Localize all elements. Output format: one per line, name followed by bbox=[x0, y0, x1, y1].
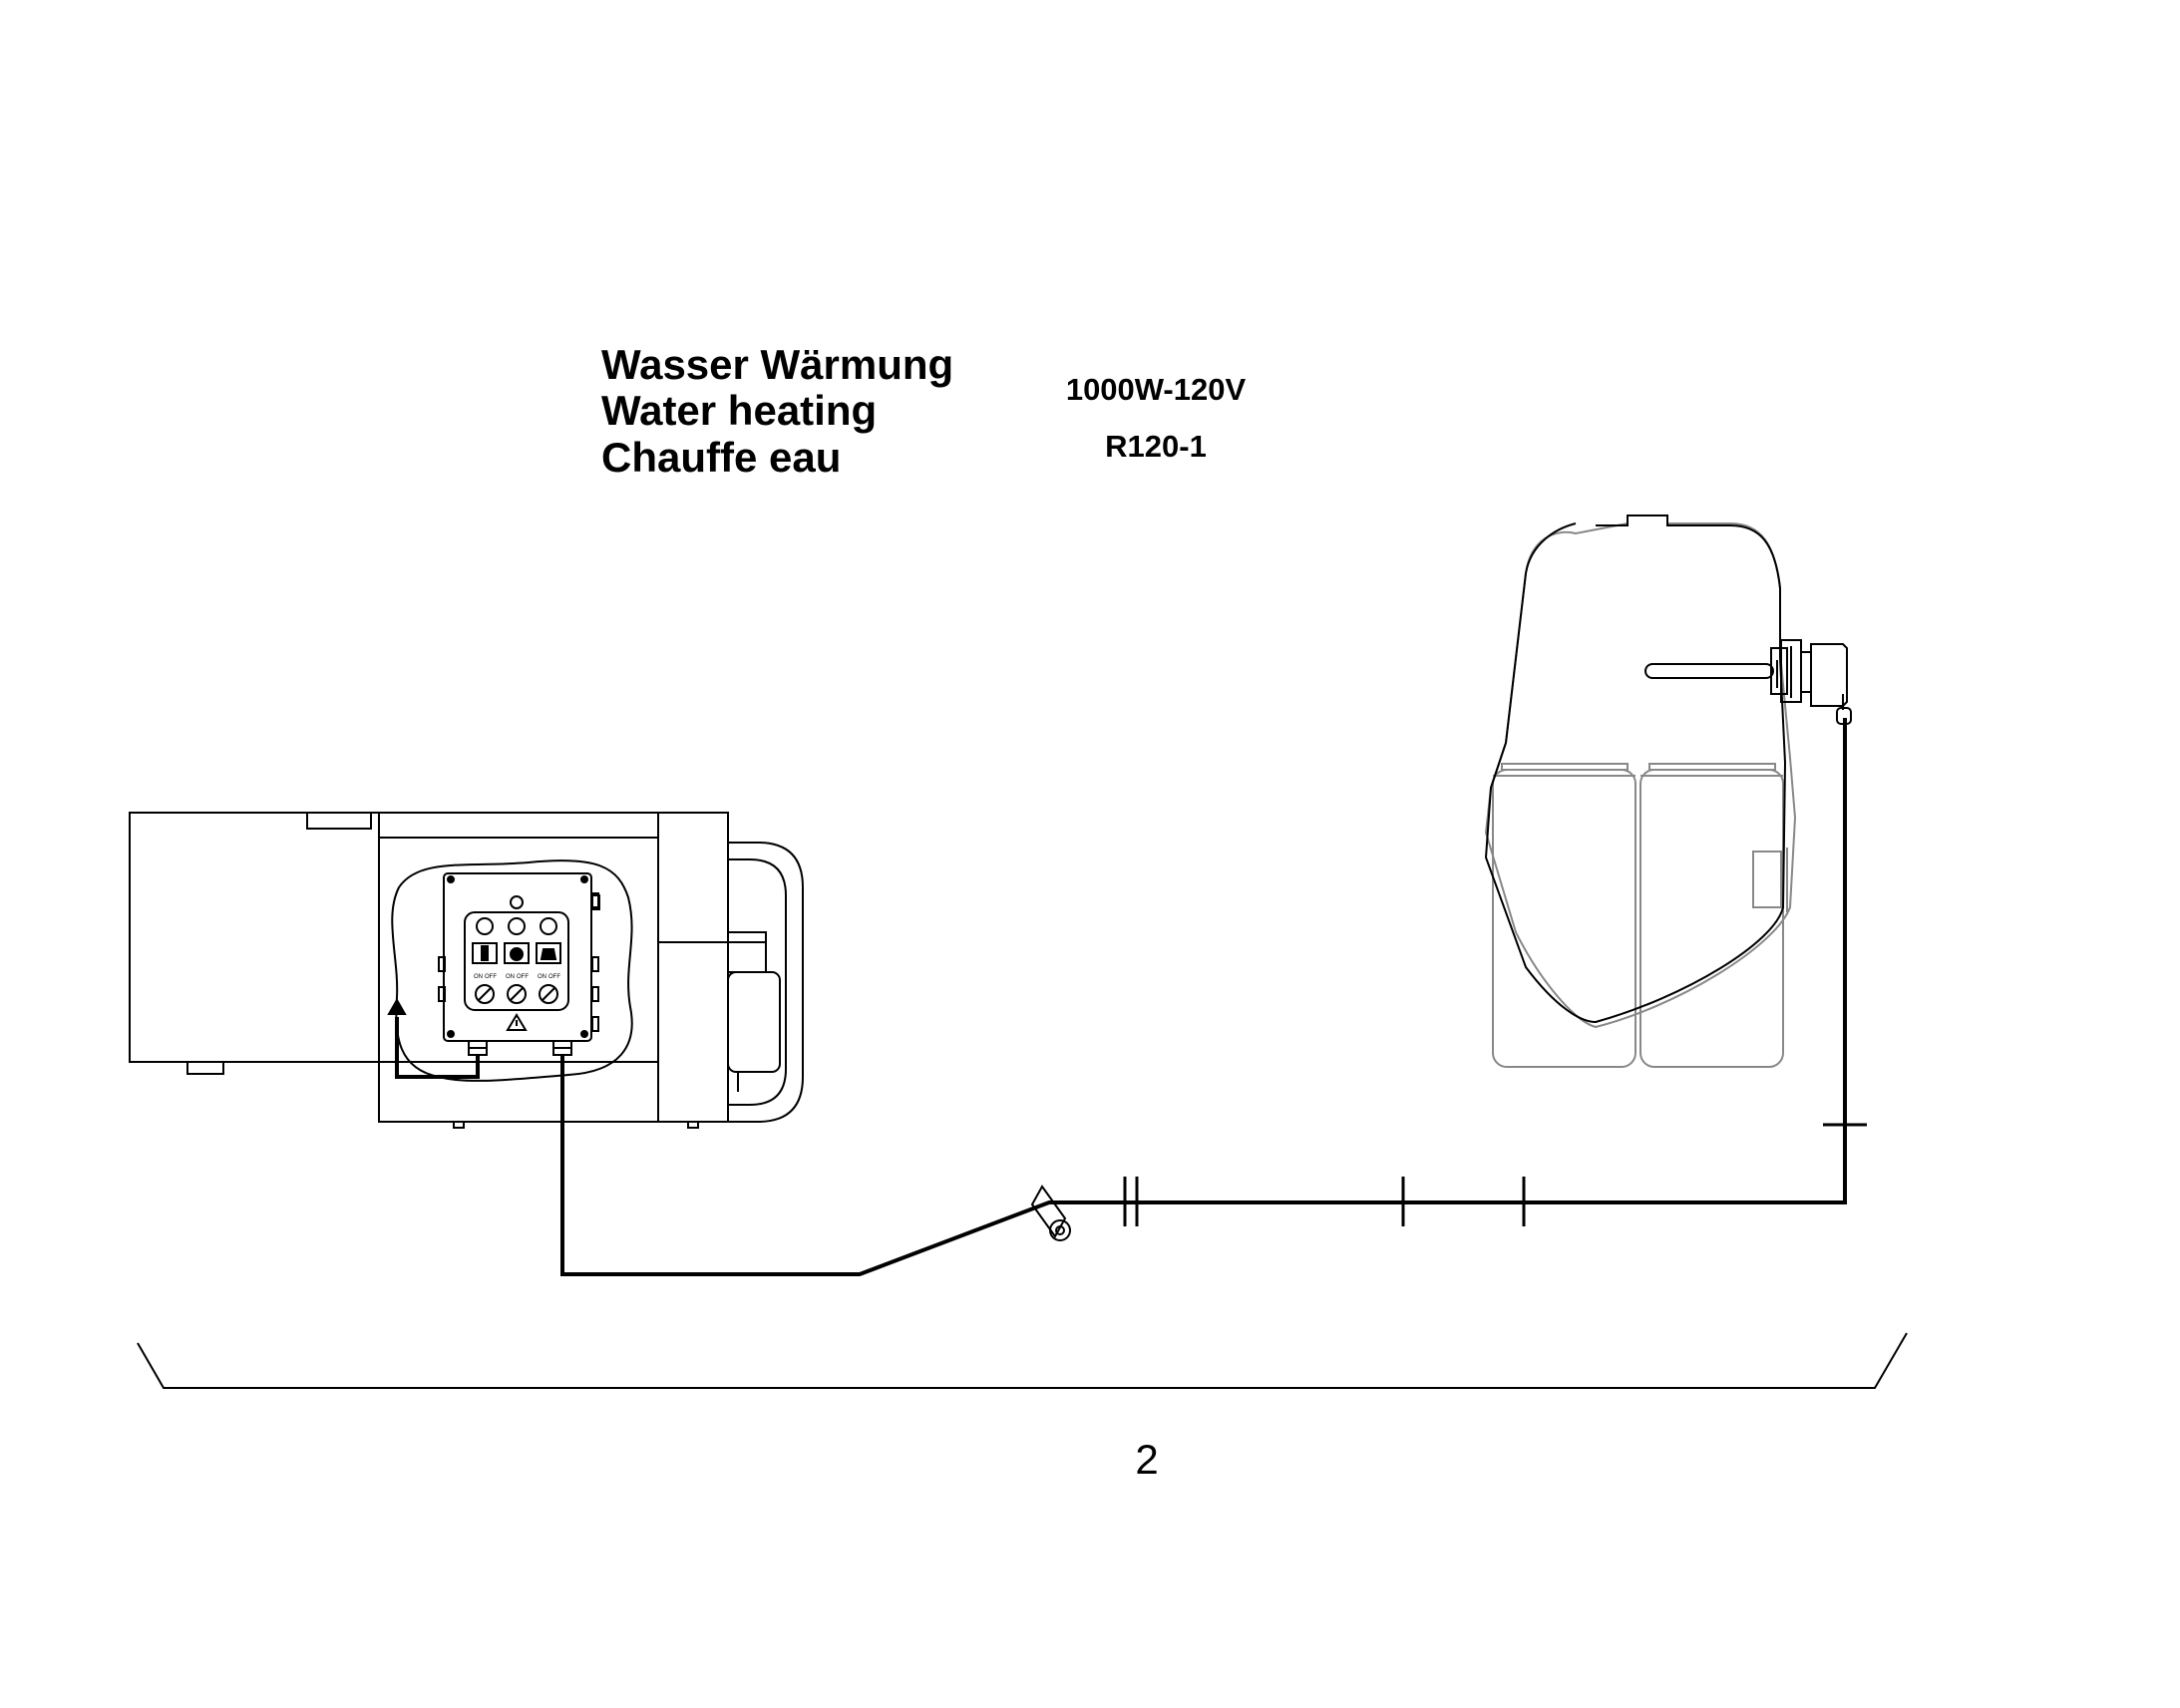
tank-cylinder-right bbox=[1639, 769, 1784, 1068]
tank-front-outline bbox=[1484, 514, 1787, 1024]
rotary-switch-2 bbox=[507, 984, 527, 1004]
spec-rating: 1000W-120V bbox=[1065, 372, 1247, 407]
switch-2-off-label: OFF bbox=[517, 974, 529, 980]
rotary-switch-3 bbox=[539, 984, 558, 1004]
rotary-switch-1 bbox=[475, 984, 495, 1004]
machine-handle bbox=[728, 842, 804, 1123]
cable-clip bbox=[1030, 1185, 1071, 1241]
internal-supply-lead bbox=[395, 1017, 480, 1079]
control-panel bbox=[464, 911, 569, 1011]
title-french: Chauffe eau bbox=[601, 434, 842, 481]
heater-cable bbox=[560, 718, 1847, 1276]
control-box: ON OFF ON OFF ON OFF bbox=[443, 872, 600, 1056]
indicator-lamp-2 bbox=[508, 917, 526, 935]
base-bracket bbox=[137, 1332, 1908, 1389]
switch-1-off-label: OFF bbox=[485, 974, 497, 980]
machine-top-tab bbox=[306, 812, 372, 830]
heater-rod bbox=[1644, 663, 1774, 679]
heater-terminal bbox=[1836, 707, 1852, 725]
control-box-body bbox=[443, 872, 592, 1042]
machine-unit bbox=[129, 812, 804, 1129]
switch-3-on-label: ON bbox=[538, 974, 546, 980]
title-english: Water heating bbox=[601, 387, 878, 434]
indicator-lamp-1 bbox=[476, 917, 494, 935]
immersion-heater bbox=[1644, 639, 1852, 725]
spec-part-number: R120-1 bbox=[1105, 429, 1207, 464]
cable-ties bbox=[1123, 1123, 1867, 1226]
switch-3-off-label: OFF bbox=[548, 974, 560, 980]
water-drop-icon bbox=[504, 942, 530, 964]
machine-right-housing bbox=[657, 812, 729, 1123]
arrow-up-icon bbox=[387, 997, 407, 1015]
tank-side-window bbox=[1752, 851, 1782, 908]
heater-icon bbox=[536, 942, 561, 964]
switch-2-on-label: ON bbox=[506, 974, 515, 980]
switch-1-on-label: ON bbox=[474, 974, 483, 980]
machine-foot-left bbox=[186, 1061, 224, 1075]
warning-icon bbox=[506, 1013, 528, 1031]
title-german: Wasser Wärmung bbox=[601, 341, 954, 388]
heater-head bbox=[1810, 643, 1848, 707]
water-tank bbox=[1484, 514, 1797, 1068]
heater-nut bbox=[1770, 647, 1788, 695]
indicator-lamp-3 bbox=[540, 917, 557, 935]
thermometer-icon bbox=[472, 942, 498, 964]
page-number: 2 bbox=[1135, 1436, 1159, 1483]
machine-left-housing bbox=[129, 812, 380, 1063]
top-indicator-light bbox=[510, 895, 524, 909]
tank-front-line bbox=[1484, 514, 1787, 1024]
